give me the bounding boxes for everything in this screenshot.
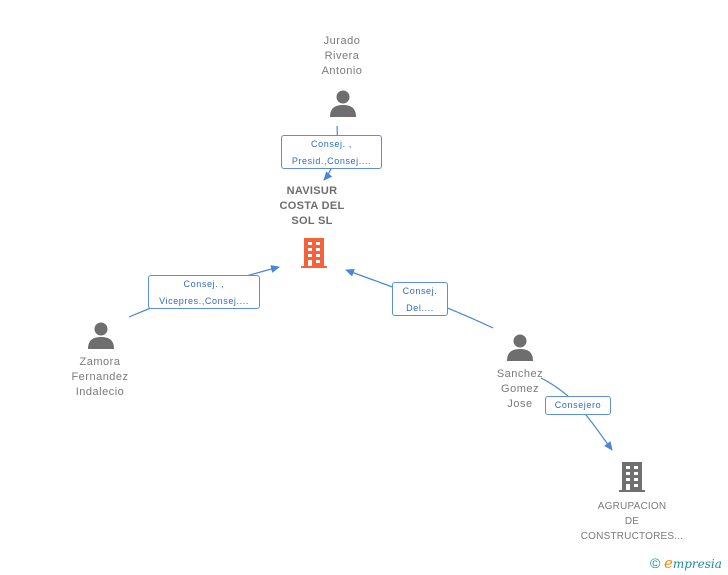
name-line: DE bbox=[624, 516, 640, 527]
node-label-navisur[interactable]: NAVISUR COSTA DEL SOL SL bbox=[266, 184, 358, 229]
name-line: Sanchez bbox=[496, 368, 544, 380]
name-line: Indalecio bbox=[75, 386, 125, 398]
edge-label-line: Consej. , bbox=[311, 139, 352, 149]
name-line: SOL SL bbox=[291, 215, 333, 227]
brand-rest: mpresia bbox=[672, 557, 722, 571]
node-label-zamora[interactable]: Zamora Fernandez Indalecio bbox=[58, 355, 142, 400]
edge-label-line: Presid.,Consej.... bbox=[291, 156, 372, 166]
name-line: Fernandez bbox=[71, 371, 129, 383]
edge-label-zamora-navisur[interactable]: Consej. , Vicepres.,Consej.... bbox=[148, 275, 260, 309]
person-icon[interactable] bbox=[329, 89, 357, 117]
edge-label-sanchez-agrupacion[interactable]: Consejero bbox=[545, 396, 611, 415]
edge-label-jurado-navisur[interactable]: Consej. , Presid.,Consej.... bbox=[281, 135, 382, 169]
edge-label-sanchez-navisur[interactable]: Consej. Del.... bbox=[392, 282, 448, 316]
edge-label-line: Consejero bbox=[554, 400, 602, 410]
building-icon[interactable] bbox=[299, 237, 329, 269]
name-line: CONSTRUCTORES... bbox=[580, 531, 684, 542]
node-label-agrupacion[interactable]: AGRUPACION DE CONSTRUCTORES... bbox=[572, 499, 692, 544]
name-line: NAVISUR bbox=[286, 185, 338, 197]
person-icon[interactable] bbox=[87, 321, 115, 349]
node-label-sanchez[interactable]: Sanchez Gomez Jose bbox=[478, 367, 562, 412]
edge-label-line: Vicepres.,Consej.... bbox=[159, 296, 249, 306]
brand-initial: e bbox=[663, 554, 673, 572]
edge-label-line: Del.... bbox=[406, 303, 434, 313]
empresia-logo: © empresia bbox=[650, 554, 722, 572]
name-line: Antonio bbox=[321, 65, 363, 77]
name-line: COSTA DEL bbox=[279, 200, 345, 212]
name-line: Gomez bbox=[501, 383, 539, 395]
name-line: AGRUPACION bbox=[597, 501, 667, 512]
name-line: Zamora bbox=[79, 356, 121, 368]
copyright-icon: © bbox=[650, 555, 661, 571]
name-line: Jurado bbox=[323, 35, 361, 47]
name-line: Jose bbox=[507, 398, 533, 410]
building-icon[interactable] bbox=[617, 461, 647, 493]
edge-label-line: Consej. bbox=[402, 286, 438, 296]
edge-label-line: Consej. , bbox=[183, 279, 225, 289]
person-icon[interactable] bbox=[506, 333, 534, 361]
node-label-jurado[interactable]: Jurado Rivera Antonio bbox=[300, 34, 384, 79]
name-line: Rivera bbox=[324, 50, 360, 62]
